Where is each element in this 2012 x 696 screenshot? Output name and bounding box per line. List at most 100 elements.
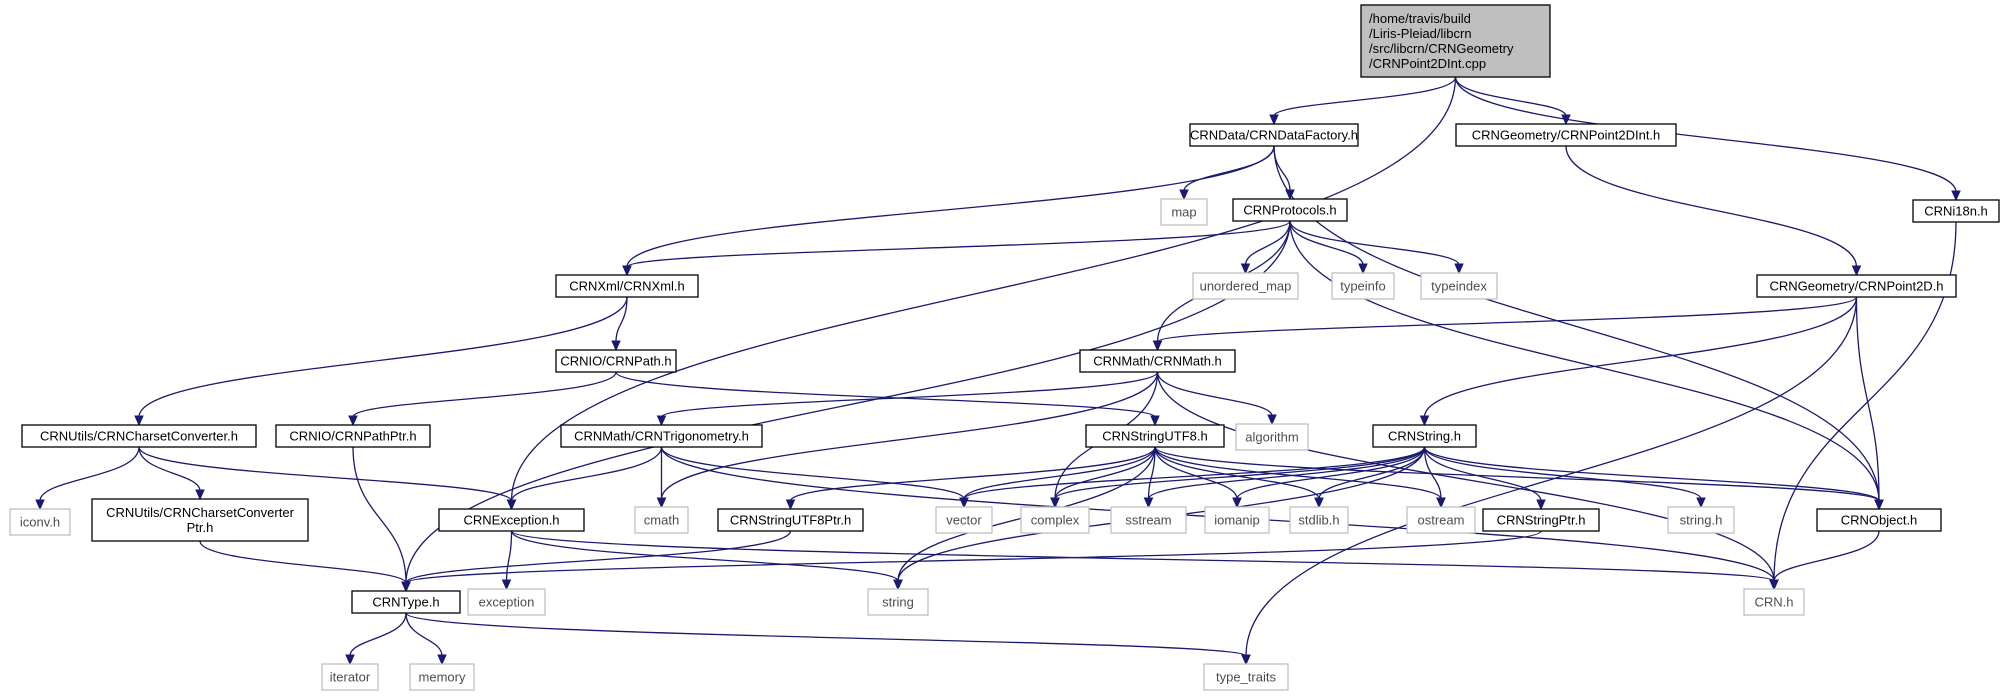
node-box-exception <box>467 588 546 616</box>
node-map: map <box>1160 198 1208 226</box>
node-label-iconv: iconv.h <box>20 515 60 530</box>
node-box-map <box>1160 198 1208 226</box>
edge-arrowhead-protocols-to-xml <box>622 265 632 277</box>
edge-root-to-datafactory <box>1273 76 1457 117</box>
edge-arrowhead-point2d-to-string_h <box>1419 415 1430 427</box>
edge-arrowhead-string_h-to-stdlib <box>1314 497 1324 509</box>
node-label-object: CRNObject.h <box>1841 513 1918 528</box>
node-string_h[interactable]: CRNString.h <box>1372 424 1477 448</box>
node-datafactory[interactable]: CRNData/CRNDataFactory.h <box>1189 123 1359 147</box>
node-path[interactable]: CRNIO/CRNPath.h <box>555 349 677 373</box>
node-box-sstream <box>1110 506 1187 534</box>
edge-protocols-to-xml <box>626 220 1291 268</box>
node-box-charsetconv <box>21 424 257 448</box>
node-label-type_h: CRNType.h <box>372 595 439 610</box>
node-label-cstring_h: string.h <box>1680 513 1723 528</box>
edge-type_h-to-iterator <box>349 612 407 657</box>
edge-point2d-to-math <box>1156 296 1858 343</box>
node-label-charsetptr: CRNUtils/CRNCharsetConverter <box>106 505 294 520</box>
edge-arrowhead-trig-to-exception_h <box>506 499 517 511</box>
node-label-typeinfo: typeinfo <box>1340 279 1386 294</box>
node-box-path <box>555 349 677 373</box>
node-trig[interactable]: CRNMath/CRNTrigonometry.h <box>560 424 763 448</box>
edge-xml-to-charsetconv <box>138 296 628 418</box>
node-box-vector <box>935 506 993 534</box>
edge-stringptr-to-type_h <box>405 530 1542 584</box>
node-label-sstream: sstream <box>1125 513 1171 528</box>
node-protocols[interactable]: CRNProtocols.h <box>1232 198 1348 222</box>
node-charsetconv[interactable]: CRNUtils/CRNCharsetConverter.h <box>21 424 257 448</box>
edge-point2d-to-string_h <box>1423 296 1858 418</box>
edge-arrowhead-string_h-to-object <box>1874 499 1884 511</box>
edge-arrowhead-point2dint-to-point2d <box>1851 265 1862 277</box>
edge-arrowhead-protocols-to-typeinfo <box>1358 263 1368 275</box>
node-pathptr[interactable]: CRNIO/CRNPathPtr.h <box>275 424 431 448</box>
edge-arrowhead-utf8-to-utf8ptr <box>785 499 796 511</box>
node-complex: complex <box>1020 506 1090 534</box>
edge-path-to-utf8 <box>615 371 1156 418</box>
node-label-ostream: ostream <box>1418 513 1465 528</box>
node-box-root <box>1360 4 1551 78</box>
edge-xml-to-path <box>615 296 628 343</box>
node-point2d[interactable]: CRNGeometry/CRNPoint2D.h <box>1756 274 1957 298</box>
edge-arrowhead-exception_h-to-string <box>893 579 903 591</box>
node-ostream: ostream <box>1406 506 1476 534</box>
node-box-string_h <box>1372 424 1477 448</box>
edge-arrowhead-protocols-to-unordered_map <box>1240 263 1251 275</box>
node-sstream: sstream <box>1110 506 1187 534</box>
node-point2dint[interactable]: CRNGeometry/CRNPoint2DInt.h <box>1455 123 1677 147</box>
node-root[interactable]: /home/travis/build/Liris-Pleiad/libcrn/s… <box>1360 4 1551 78</box>
node-label-xml: CRNXml/CRNXml.h <box>569 279 685 294</box>
edge-charsetptr-to-type_h <box>199 540 407 584</box>
node-math[interactable]: CRNMath/CRNMath.h <box>1079 349 1236 373</box>
node-unordered_map: unordered_map <box>1192 272 1299 300</box>
node-label-path: CRNIO/CRNPath.h <box>560 354 671 369</box>
node-label-i18n: CRNi18n.h <box>1924 204 1988 219</box>
edge-arrowhead-string_h-to-stringptr <box>1536 499 1546 511</box>
node-label-memory: memory <box>419 670 466 685</box>
edge-string_h-to-sstream <box>1147 446 1426 500</box>
node-i18n[interactable]: CRNi18n.h <box>1912 199 2000 223</box>
edge-exception_h-to-crn <box>510 530 1775 582</box>
node-box-point2dint <box>1455 123 1677 147</box>
node-box-algorithm <box>1235 423 1309 451</box>
node-label-root: /src/libcrn/CRNGeometry <box>1369 41 1514 56</box>
node-label-algorithm: algorithm <box>1245 430 1298 445</box>
edge-arrowhead-path-to-pathptr <box>348 415 358 427</box>
node-object[interactable]: CRNObject.h <box>1816 508 1942 532</box>
node-label-exception_h: CRNException.h <box>463 513 559 528</box>
node-stringptr[interactable]: CRNStringPtr.h <box>1482 508 1600 532</box>
node-vector: vector <box>935 506 993 534</box>
edge-utf8-to-object <box>1154 446 1880 502</box>
node-label-iterator: iterator <box>330 670 371 685</box>
node-label-point2d: CRNGeometry/CRNPoint2D.h <box>1769 279 1943 294</box>
node-box-iconv <box>9 508 71 536</box>
edge-arrowhead-xml-to-path <box>611 340 621 352</box>
node-xml[interactable]: CRNXml/CRNXml.h <box>555 274 699 298</box>
node-box-iomanip <box>1204 506 1270 534</box>
edge-string_h-to-cstring_h <box>1423 446 1702 500</box>
edge-exception_h-to-exception <box>505 530 513 582</box>
node-label-iomanip: iomanip <box>1214 513 1260 528</box>
edges-layer <box>35 76 1961 666</box>
node-exception_h[interactable]: CRNException.h <box>438 508 585 532</box>
edge-arrowhead-string_h-to-sstream <box>1143 497 1154 509</box>
node-type_h[interactable]: CRNType.h <box>351 590 461 614</box>
node-utf8[interactable]: CRNStringUTF8.h <box>1085 424 1225 448</box>
node-label-complex: complex <box>1031 513 1080 528</box>
edge-arrowhead-object-to-crn <box>1769 579 1779 591</box>
edge-utf8-to-ostream <box>1154 446 1442 500</box>
node-box-xml <box>555 274 699 298</box>
node-iconv: iconv.h <box>9 508 71 536</box>
edge-string_h-to-ostream <box>1423 446 1442 500</box>
node-algorithm: algorithm <box>1235 423 1309 451</box>
node-utf8ptr[interactable]: CRNStringUTF8Ptr.h <box>717 508 864 532</box>
edge-datafactory-to-xml <box>626 145 1275 268</box>
edge-math-to-crn <box>1156 371 1775 582</box>
node-stdlib: stdlib.h <box>1289 506 1349 534</box>
edge-type_h-to-memory <box>405 612 443 657</box>
node-typeinfo: typeinfo <box>1331 272 1395 300</box>
edge-trig-to-vector <box>660 446 965 500</box>
node-box-trig <box>560 424 763 448</box>
